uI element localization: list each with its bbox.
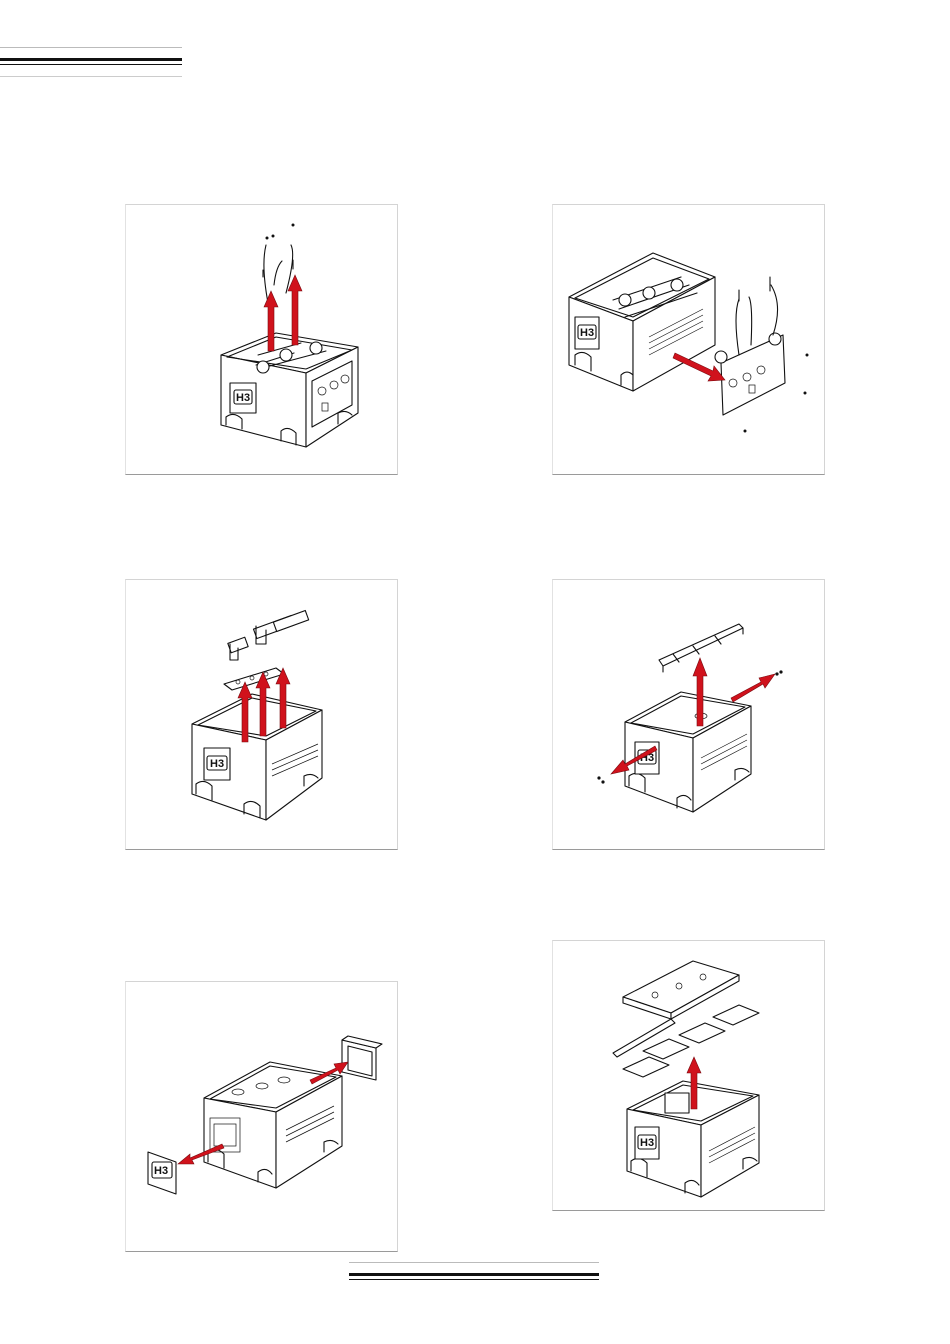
remove-side-plates-illustration: H3 xyxy=(126,982,399,1253)
figure-panel-2: H3 xyxy=(552,204,825,475)
remove-front-panel-illustration: H3 xyxy=(553,205,826,476)
lift-out-pipes-and-tubes-illustration: H3 xyxy=(126,205,399,476)
lift-out-elbow-fittings-illustration: H3 xyxy=(126,580,399,851)
figure-panel-5: H3 xyxy=(125,981,398,1252)
figure-panel-3: H3 xyxy=(125,579,398,850)
footer-rule-thin xyxy=(349,1279,599,1280)
lift-out-top-panels-illustration: H3 xyxy=(553,941,826,1212)
h3-label: H3 xyxy=(580,327,594,339)
figure-panel-6: H3 xyxy=(552,940,825,1211)
header-rule-thin-top xyxy=(0,47,182,48)
lift-arrow-2 xyxy=(288,275,302,345)
header-rule-thick xyxy=(0,58,182,61)
h3-label: H3 xyxy=(236,392,250,404)
pull-arrow-1 xyxy=(731,674,775,702)
header-rule-thin xyxy=(0,64,182,65)
h3-label: H3 xyxy=(154,1165,168,1177)
header-rule-thin-bottom xyxy=(0,76,182,77)
footer-rule-thin-top xyxy=(349,1262,599,1263)
figure-panel-4: H3 xyxy=(552,579,825,850)
remove-top-rail-and-screws-illustration: H3 xyxy=(553,580,826,851)
figure-panel-1: H3 xyxy=(125,204,398,475)
footer-rule-thick xyxy=(349,1273,599,1276)
h3-label: H3 xyxy=(640,1137,654,1149)
h3-label: H3 xyxy=(210,758,224,770)
